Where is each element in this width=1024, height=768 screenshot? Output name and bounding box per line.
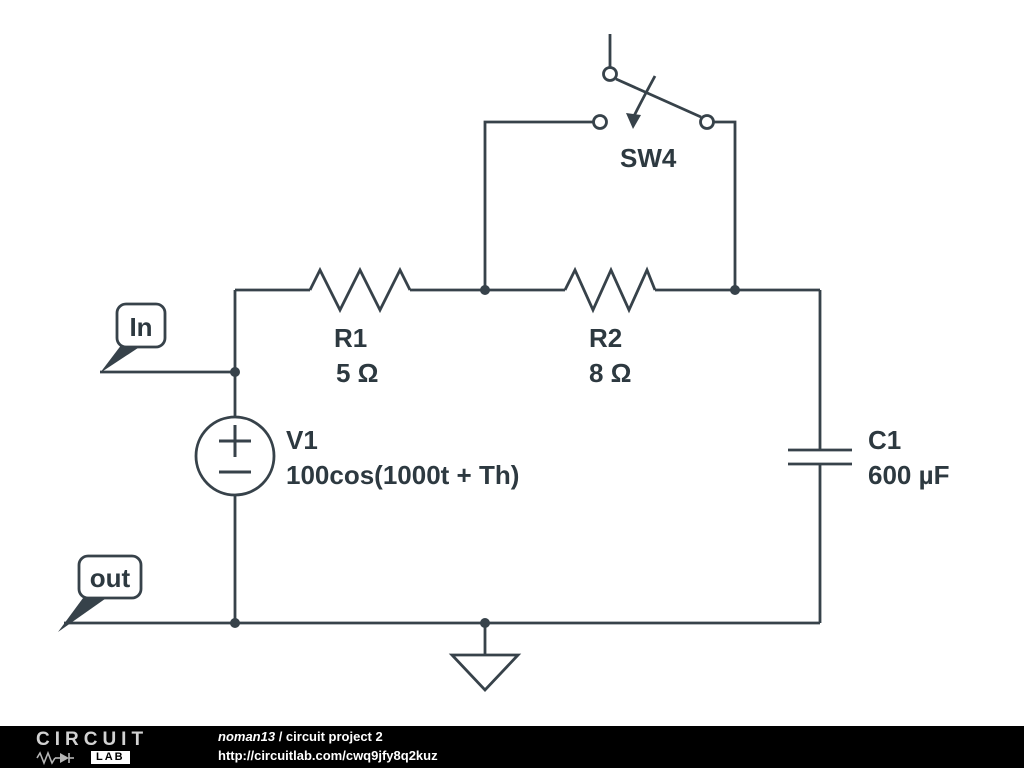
v1-value-label: 100cos(1000t + Th) xyxy=(286,460,519,490)
resistor-r1[interactable]: R1 5 Ω xyxy=(308,266,412,388)
in-flag-tail xyxy=(100,344,144,373)
project-byline: noman13 / circuit project 2 http://circu… xyxy=(218,728,438,766)
net-flag-in[interactable]: In xyxy=(100,302,167,373)
footer-bar: CIRCUIT LAB noman13 / circuit project 2 … xyxy=(0,726,1024,768)
r1-designator-label: R1 xyxy=(334,323,367,353)
sw4-designator-label: SW4 xyxy=(620,143,677,173)
wire-switch-riser-right xyxy=(714,120,737,290)
sw4-right-terminal xyxy=(699,114,715,130)
net-flag-out[interactable]: out xyxy=(58,554,143,632)
resistor-diode-icon xyxy=(36,750,74,765)
in-flag-label: In xyxy=(129,312,152,342)
r2-designator-label: R2 xyxy=(589,323,622,353)
capacitor-c1[interactable]: C1 600 µF xyxy=(788,425,949,490)
junction-dot xyxy=(230,367,240,377)
byline-separator: / xyxy=(275,729,286,745)
ground-symbol[interactable] xyxy=(448,623,522,693)
switch-sw4[interactable]: SW4 xyxy=(592,34,715,173)
c1-designator-label: C1 xyxy=(868,425,901,455)
in-flag-bubble xyxy=(115,302,167,349)
logo-lab-badge: LAB xyxy=(91,751,130,764)
share-url[interactable]: http://circuitlab.com/cwq9jfy8q2kuz xyxy=(218,748,438,763)
resistor-r2[interactable]: R2 8 Ω xyxy=(563,266,657,388)
sw4-actuation-arrow xyxy=(632,75,657,117)
author-name[interactable]: noman13 xyxy=(218,729,276,745)
r2-value-label: 8 Ω xyxy=(589,358,632,388)
circuitlab-logo[interactable]: CIRCUIT LAB xyxy=(0,730,186,765)
out-flag-bubble xyxy=(77,554,143,600)
junction-dot xyxy=(230,618,240,628)
r1-zigzag xyxy=(308,266,412,314)
logo-bottom-row: LAB xyxy=(36,750,186,765)
c1-value-label: 600 µF xyxy=(868,460,949,490)
voltage-source-v1[interactable]: V1 100cos(1000t + Th) xyxy=(194,415,519,497)
project-title-line: noman13 / circuit project 2 xyxy=(218,728,438,747)
v1-designator-label: V1 xyxy=(286,425,318,455)
schematic-canvas: R1 5 Ω R2 8 Ω SW4 V1 100cos(1000t + Th) xyxy=(58,34,949,693)
sw4-blade xyxy=(615,77,702,119)
r1-value-label: 5 Ω xyxy=(336,358,379,388)
sw4-left-terminal xyxy=(592,114,608,130)
logo-circuit-text: CIRCUIT xyxy=(36,728,149,750)
v1-plus-sign xyxy=(219,425,251,457)
project-name[interactable]: circuit project 2 xyxy=(285,729,383,745)
sw4-arrowhead xyxy=(626,113,641,129)
out-flag-tail xyxy=(58,594,112,632)
junction-dots xyxy=(230,285,740,628)
junction-dot xyxy=(730,285,740,295)
ground-triangle xyxy=(448,653,522,693)
junction-dot xyxy=(480,285,490,295)
out-flag-label: out xyxy=(90,563,131,593)
wires xyxy=(64,120,822,625)
r2-zigzag xyxy=(563,266,657,314)
wire-switch-riser-left xyxy=(483,120,593,290)
sw4-pivot-terminal xyxy=(602,66,618,82)
